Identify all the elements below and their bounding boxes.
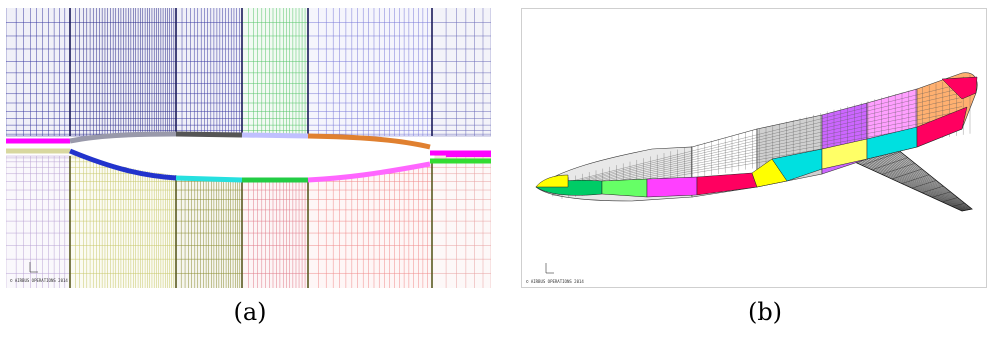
- nose-tip-panel: [535, 174, 569, 188]
- panel-b-mesh-3d: © AIRBUS OPERATIONS 2014: [521, 8, 987, 288]
- lower-block-6: [431, 155, 491, 288]
- caption-b: (b): [747, 298, 783, 326]
- lower-surface-edge-3: [175, 175, 243, 183]
- copyright-watermark: © AIRBUS OPERATIONS 2014: [10, 278, 68, 283]
- tail-panel-red: [916, 106, 968, 148]
- wake-block-magenta: [446, 151, 491, 157]
- caption-a: (a): [233, 298, 267, 326]
- upper-surface-edge-5: [307, 133, 431, 150]
- upper-block-2: [69, 8, 177, 137]
- upper-block-4: [241, 8, 309, 137]
- airfoil-body: [70, 134, 435, 180]
- upper-block-6: [431, 8, 491, 137]
- lower-surface-edge-5: [307, 161, 431, 183]
- upper-block-3: [175, 8, 243, 137]
- upper-block-1: [6, 8, 71, 137]
- panel-a-mesh-2d: © AIRBUS OPERATIONS 2014: [6, 8, 491, 288]
- lower-surface-edge-2: [69, 148, 177, 181]
- axis-triad-icon: [29, 262, 38, 273]
- airfoil-mesh-figure: © AIRBUS OPERATIONS 2014: [6, 8, 491, 288]
- lower-block-1: [6, 155, 71, 288]
- upper-surface-edge-2: [69, 131, 177, 144]
- upper-block-5: [307, 8, 433, 137]
- tail-tip-panel: [941, 76, 978, 100]
- aircraft-surface-mesh-figure: © AIRBUS OPERATIONS 2014: [522, 9, 986, 287]
- block-boundaries: [69, 8, 433, 136]
- forward-belly-panel: [601, 178, 648, 198]
- upper-surface-edge-4: [241, 132, 309, 139]
- upper-mesh-blocks: [6, 8, 491, 137]
- upper-surface-edge-3: [175, 131, 243, 138]
- axis-triad-icon: [545, 263, 554, 274]
- belly-panel-magenta: [646, 176, 698, 198]
- copyright-watermark: © AIRBUS OPERATIONS 2014: [526, 279, 584, 284]
